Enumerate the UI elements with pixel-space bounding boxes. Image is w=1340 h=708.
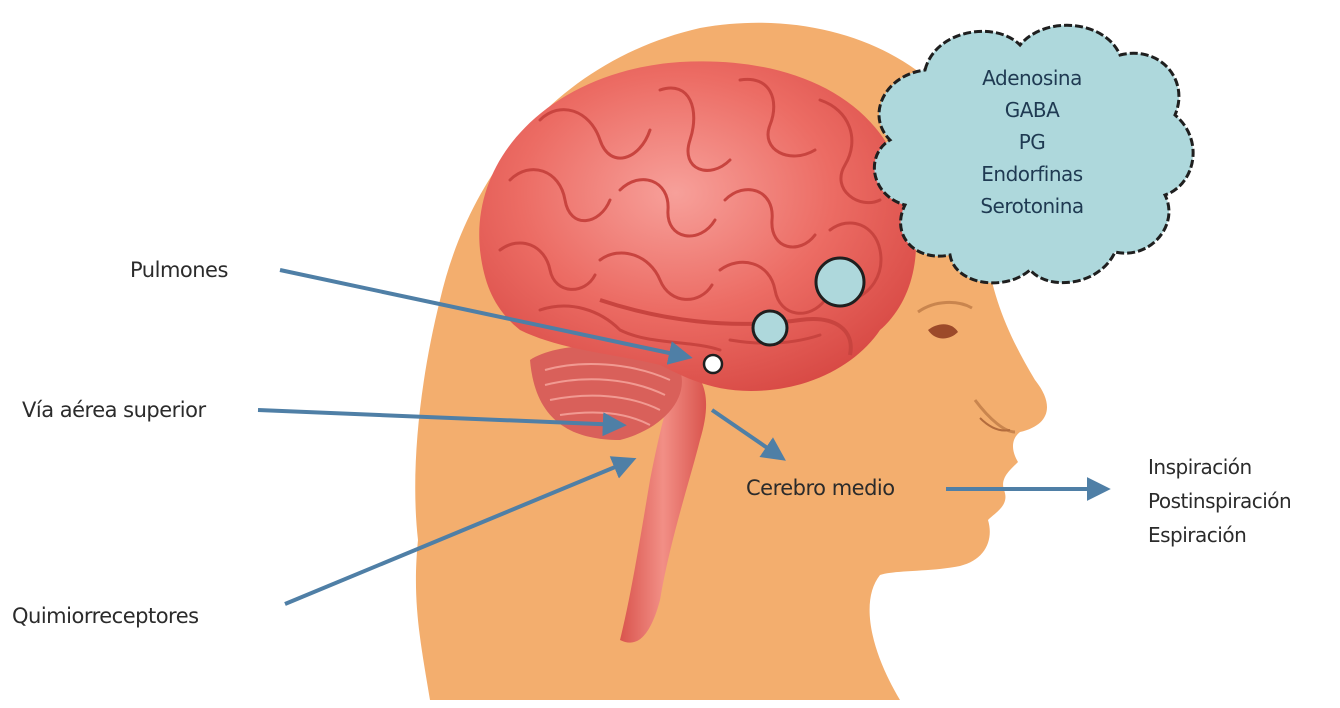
- cloud-text: Adenosina GABA PG Endorfinas Serotonina: [932, 62, 1132, 222]
- output-list: Inspiración Postinspiración Espiración: [1148, 450, 1291, 552]
- cloud-item-endorfinas: Endorfinas: [932, 158, 1132, 190]
- label-quimiorreceptores: Quimiorreceptores: [12, 604, 199, 628]
- output-espiracion: Espiración: [1148, 518, 1291, 552]
- output-inspiracion: Inspiración: [1148, 450, 1291, 484]
- thought-bubble-medium: [816, 258, 864, 306]
- brainstem-dot: [704, 355, 722, 373]
- label-via-aerea-superior: Vía aérea superior: [22, 398, 206, 422]
- output-postinspiracion: Postinspiración: [1148, 484, 1291, 518]
- cloud-item-gaba: GABA: [932, 94, 1132, 126]
- label-cerebro-medio: Cerebro medio: [746, 476, 895, 500]
- cloud-item-adenosina: Adenosina: [932, 62, 1132, 94]
- cloud-item-pg: PG: [932, 126, 1132, 158]
- cloud-item-serotonina: Serotonina: [932, 190, 1132, 222]
- label-pulmones: Pulmones: [130, 258, 228, 282]
- thought-bubble-small: [753, 311, 787, 345]
